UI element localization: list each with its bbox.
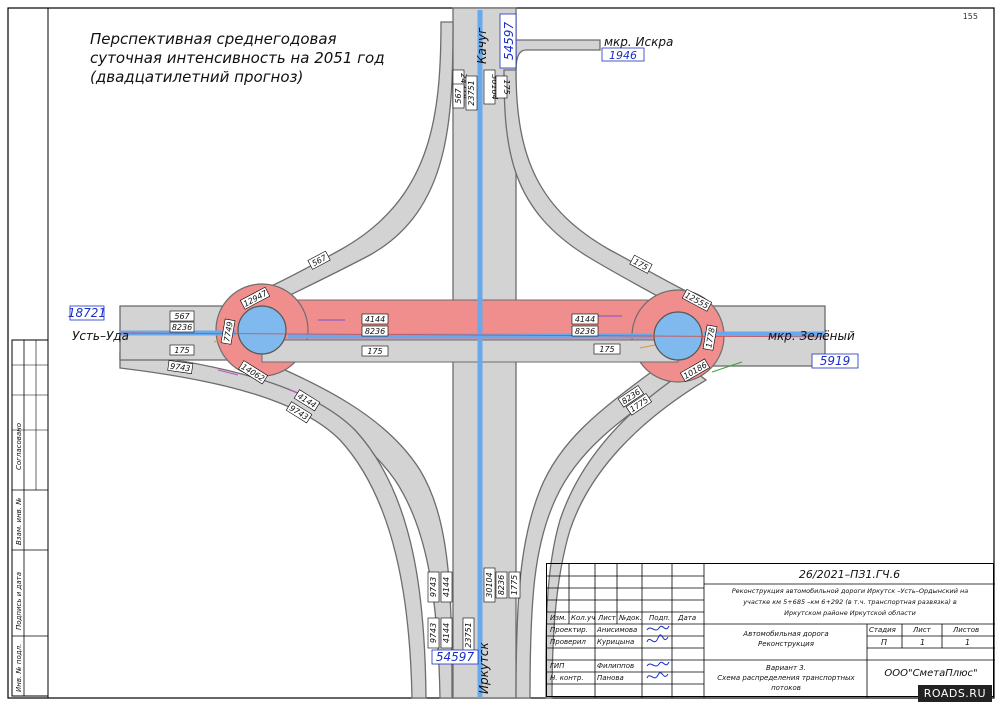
stamp-r2-role: Проверил (550, 638, 586, 646)
place-south: Иркутск (477, 641, 491, 694)
stamp-object-1: Автомобильная дорога (743, 630, 829, 638)
label-w-mid: 8236 (172, 323, 192, 332)
stamp-project-3: Иркутском районе Иркутской области (784, 609, 916, 617)
label-center-bot-1: 175 (367, 347, 382, 356)
stamp-r3-name: Филиппов (597, 662, 635, 670)
stamp-v-sheets: 1 (965, 638, 971, 647)
stamp-h-stage: Стадия (869, 626, 896, 634)
label-s-road-6: 1775 (510, 575, 519, 595)
stamp-col-ndok: №док. (619, 614, 642, 622)
stamp-company: ООО"СметаПлюс" (884, 668, 978, 679)
label-n-road-2: 567 (454, 87, 463, 103)
label-center-mid-2: 8236 (575, 327, 595, 336)
label-n-road-4: 30104 (490, 74, 499, 99)
stamp-h-sheets: Листов (953, 626, 980, 634)
label-center-top-1: 4144 (365, 315, 385, 324)
title-line-2: суточная интенсивность на 2051 год (90, 49, 385, 67)
place-north: Качуг (475, 27, 489, 64)
se-ramp (515, 369, 674, 699)
label-s-road-1: 9743 (429, 623, 438, 643)
stamp-r1-name: Анисимова (597, 626, 638, 634)
stamp-v-sheet: 1 (920, 638, 926, 647)
place-east: мкр. Зелёный (768, 329, 855, 343)
stamp-variant-3: потоков (771, 684, 801, 692)
stamp-project-2: участке км 5+685 –км 6+292 (в т.ч. транс… (743, 598, 957, 606)
stamp-r2-name: Курицына (597, 638, 635, 646)
side-tab: Согласовано Взам. инв. № Подпись и дата … (11, 339, 49, 697)
label-w-top: 567 (174, 312, 190, 321)
label-e-ring-right: 1778 (704, 327, 716, 349)
flow-value-labels: 24318 567 23751 30104 175 9743 4144 9743… (167, 69, 718, 653)
place-west: Усть–Уда (72, 329, 129, 343)
ne-ramp (503, 69, 690, 307)
label-w-ring-left: 7749 (222, 321, 234, 343)
side-agreed: Согласовано (15, 423, 23, 470)
se-outer-ramp (545, 367, 708, 699)
label-s-road-3: 23751 (464, 622, 473, 647)
stamp-r4-role: Н. контр. (550, 674, 584, 682)
label-center-mid-1: 8236 (365, 327, 385, 336)
label-n-road-3: 23751 (467, 80, 476, 105)
total-northeast: 1946 (609, 49, 637, 62)
stamp-variant-2: Схема распределения транспортных (717, 674, 855, 682)
iskra-spur (515, 39, 601, 71)
side-inv-replace: Взам. инв. № (15, 497, 23, 545)
label-s-road-l1: 9743 (429, 577, 438, 597)
stamp-col-podp: Подп. (649, 614, 671, 622)
label-n-road-5: 175 (502, 79, 511, 94)
title-line-1: Перспективная среднегодовая (90, 30, 337, 48)
stamp-col-data: Дата (678, 614, 697, 622)
stamp-r3-role: ГИП (550, 662, 565, 670)
title-line-3: (двадцатилетний прогноз) (90, 68, 304, 86)
label-s-road-4: 30104 (485, 572, 494, 597)
title-block-grid (547, 564, 995, 698)
total-west: 18721 (68, 306, 106, 320)
label-s-road-l2: 4144 (442, 577, 451, 597)
title-block: Изм. Кол.уч Лист №док. Подп. Дата Проект… (546, 563, 995, 698)
label-s-road-5: 8236 (497, 575, 506, 595)
stamp-variant-1: Вариант 3. (766, 664, 806, 672)
stamp-col-kol: Кол.уч (571, 614, 596, 622)
stamp-v-stage: П (881, 638, 888, 647)
stamp-col-list: Лист (598, 614, 616, 622)
place-northeast: мкр. Искра (604, 35, 673, 49)
stamp-code: 26/2021–ПЗ1.ГЧ.6 (798, 568, 901, 581)
label-s-road-2: 4144 (442, 623, 451, 643)
stamp-r4-name: Панова (597, 674, 624, 682)
page-number: 155 (962, 12, 978, 21)
total-south: 54597 (436, 650, 475, 664)
total-east: 5919 (820, 354, 851, 368)
stamp-col-izm: Изм. (550, 614, 567, 622)
label-w-low: 9743 (170, 362, 191, 374)
side-inv-orig: Инв. № подл. (15, 644, 23, 692)
signatures (646, 625, 670, 679)
side-sign-date: Подпись и дата (15, 572, 23, 630)
label-center-bot-2: 175 (599, 345, 614, 354)
total-north: 54597 (502, 22, 516, 61)
stamp-r1-role: Проектир. (550, 626, 588, 634)
watermark-brand: ROADS.RU (917, 685, 992, 702)
places: Усть–Уда мкр. Зелёный мкр. Искра Качуг И… (68, 13, 859, 694)
stamp-project-1: Реконструкция автомобильной дороги Иркут… (731, 587, 969, 595)
label-center-top-2: 4144 (575, 315, 595, 324)
label-w-bot: 175 (174, 346, 189, 355)
sw-outer-ramp (119, 351, 427, 699)
diagram-title: Перспективная среднегодовая суточная инт… (90, 30, 385, 87)
stamp-h-sheet: Лист (913, 626, 931, 634)
stamp-object-2: Реконструкция (758, 640, 814, 648)
west-island (237, 305, 287, 355)
